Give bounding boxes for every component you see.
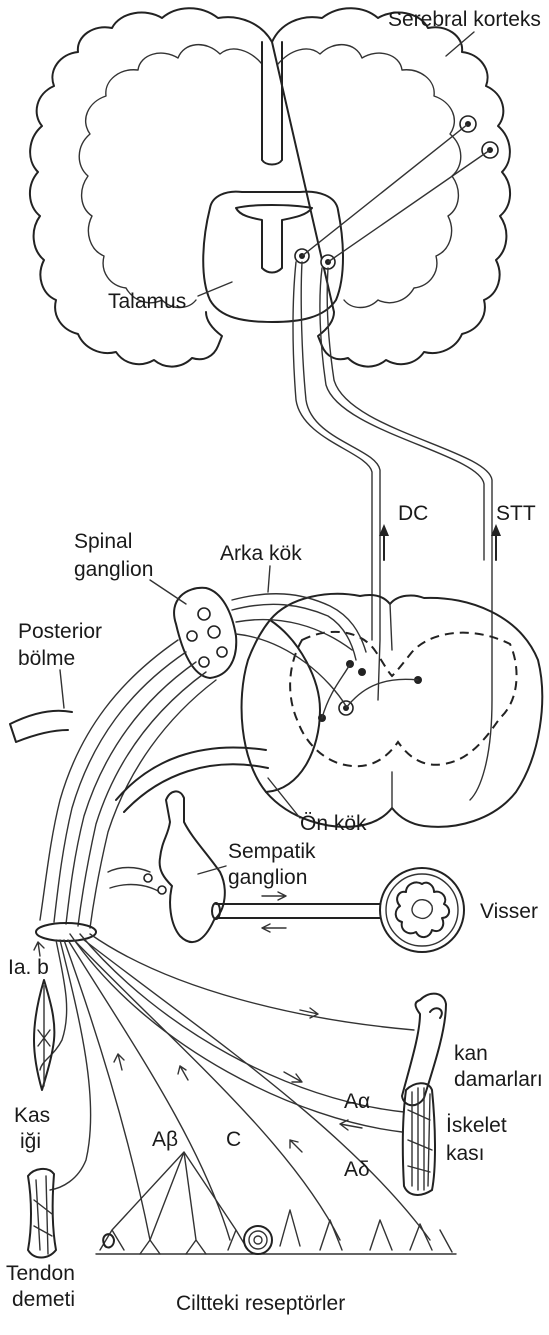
skeletal-muscle-label-2: kası (446, 1142, 485, 1165)
cutaneous-fiber (74, 940, 340, 1240)
peripheral-fibers (34, 934, 456, 1254)
gray-matter-outline (290, 632, 516, 766)
a-alpha-label: Aα (344, 1090, 370, 1113)
visceral-afferent-arrow (262, 892, 286, 900)
cutaneous-arrow (114, 1054, 124, 1070)
a-delta-label: Aδ (344, 1158, 370, 1181)
cortex-label: Serebral korteks (388, 8, 541, 31)
gut-mucosa (396, 882, 449, 937)
spindle-label-1: Kas (14, 1104, 50, 1127)
pacinian-corpuscle-core (254, 1236, 262, 1244)
receptor-branches (100, 1152, 452, 1254)
sympathetic-leader (198, 866, 226, 874)
tendon-label-1: Tendon (6, 1262, 75, 1285)
tendon-fibers (34, 1176, 52, 1254)
cutaneous-fiber (68, 940, 230, 1240)
posterior-ramus (10, 711, 72, 742)
sympathetic-label-2: ganglion (228, 866, 307, 889)
spinal-ganglion-leader (150, 580, 186, 604)
spinal-nerve (10, 640, 268, 941)
gut-outer-wall (380, 868, 464, 952)
ganglion-cell (187, 631, 197, 641)
thalamus-leader (198, 282, 232, 296)
spinothalamic-tract (327, 268, 492, 800)
a-beta-label: Aβ (152, 1128, 178, 1151)
spinal-ganglion-label-1: Spinal (74, 530, 132, 553)
sympathetic-label-1: Sempatik (228, 840, 316, 863)
cortex-leader (446, 32, 474, 56)
thalamocortical-fiber (328, 150, 490, 262)
blood-vessel-branch (430, 1008, 442, 1018)
viscera-label: Visser (480, 900, 538, 923)
visceral-nerve (216, 904, 380, 918)
thalamocortical-fiber (302, 124, 468, 256)
longitudinal-fissure (262, 42, 282, 165)
a-alpha-arrow (284, 1072, 302, 1082)
dorsal-root-fibers (232, 594, 366, 652)
tendon-afferent (50, 940, 91, 1190)
posterior-median-sulcus (390, 604, 392, 650)
dc-label: DC (398, 502, 428, 525)
ganglion-cell (198, 608, 210, 620)
ia-b-label: Ia. b (8, 956, 49, 979)
viscera-illustration (380, 868, 464, 952)
cutaneous-arrow (290, 1140, 302, 1152)
tendon-illustration (28, 1169, 56, 1258)
skin-receptors-label: Ciltteki reseptörler (176, 1292, 345, 1315)
pacinian-corpuscle-inner (249, 1231, 267, 1249)
nerve-fiber (90, 680, 216, 928)
muscle-spindle-illustration (34, 980, 54, 1090)
cutaneous-fiber (84, 940, 430, 1240)
pacinian-corpuscle (244, 1226, 272, 1254)
stt-label: STT (496, 502, 536, 525)
nerve-fiber (54, 652, 186, 922)
posterior-label-1: Posterior (18, 620, 102, 643)
cutaneous-arrow (178, 1066, 188, 1080)
dorsal-column-tract (301, 262, 380, 700)
dorsal-root-leader (268, 566, 270, 592)
vessels-label-1: kan (454, 1042, 488, 1065)
cord-segment-side (266, 620, 320, 792)
sympathetic-neuron (144, 874, 152, 882)
spindle-afferent-arrow (34, 942, 44, 956)
visceral-efferent-arrow (262, 924, 286, 932)
ganglion-cell (199, 657, 209, 667)
visceral-nerve-cut (212, 903, 220, 919)
c-fiber-label: C (226, 1128, 241, 1151)
ventral-root-label: Ön kök (300, 812, 367, 835)
gut-lumen (412, 900, 432, 919)
sympathetic-neuron (158, 886, 166, 894)
skeletal-muscle-label-1: İskelet (446, 1114, 507, 1137)
dorsal-root-ganglion (174, 588, 366, 706)
skeletal-muscle-illustration (403, 1083, 435, 1195)
spindle-label-2: iği (20, 1130, 41, 1153)
ventral-root (124, 764, 268, 812)
thalamus-label: Talamus (108, 290, 186, 313)
intraspinal-fiber (322, 664, 418, 718)
spinal-cord (242, 594, 543, 827)
posterior-label-2: bölme (18, 647, 75, 670)
ventral-root (116, 747, 266, 800)
vessels-label-2: damarları (454, 1068, 543, 1091)
nerve-cross-section (36, 923, 96, 941)
brain-outline (30, 8, 510, 366)
posterior-leader (60, 670, 64, 708)
ganglion-cell (208, 626, 220, 638)
brain-section (30, 8, 510, 366)
cutaneous-fiber (64, 940, 150, 1240)
ganglion-cell (217, 647, 227, 657)
dorsal-root-label: Arka kök (220, 542, 302, 565)
dorsal-horn-neuron (358, 668, 366, 676)
tendon-label-2: demeti (12, 1288, 75, 1311)
spinal-ganglion-label-2: ganglion (74, 558, 153, 581)
